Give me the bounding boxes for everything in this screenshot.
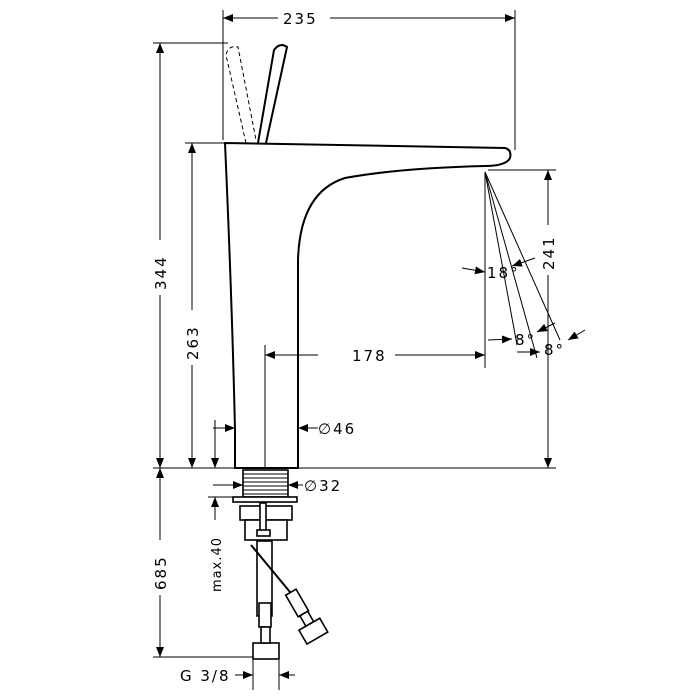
dimension-lines — [153, 10, 586, 690]
dim-178-label: 178 — [352, 347, 387, 365]
dim-263-label: 263 — [184, 325, 202, 360]
angle-8b-label: 8° — [544, 341, 565, 359]
dim-344-label: 344 — [152, 255, 170, 290]
lever-handle — [225, 44, 289, 144]
dim-241-label: 241 — [540, 235, 558, 270]
dim-diameter-46-label: ∅46 — [318, 420, 356, 438]
dim-685-label: 685 — [152, 555, 170, 590]
shank-assembly — [232, 469, 329, 660]
angle-8a-label: 8° — [515, 331, 536, 349]
faucet-body — [223, 141, 512, 469]
angle-18-label: 18° — [487, 264, 520, 282]
dim-g38-label: G 3/8 — [180, 667, 231, 685]
dim-diameter-32-label: ∅32 — [304, 477, 342, 495]
dim-235-label: 235 — [283, 10, 318, 28]
dim-max-40-label: max.40 — [210, 537, 225, 592]
